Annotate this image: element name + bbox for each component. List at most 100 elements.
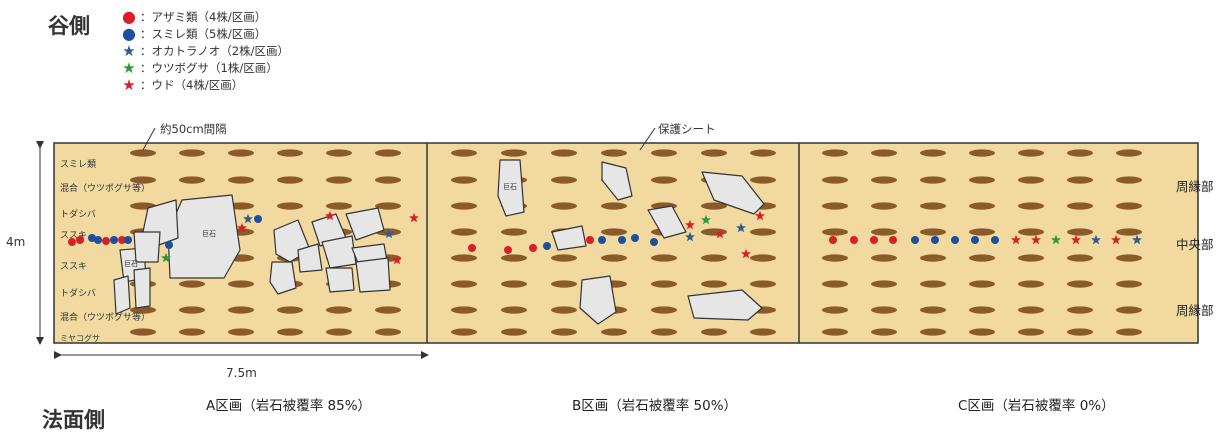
plant-star — [685, 231, 695, 242]
planting-hole — [1116, 228, 1142, 236]
planting-hole — [326, 176, 352, 184]
planting-hole — [326, 149, 352, 157]
planting-hole — [451, 306, 477, 314]
rock — [647, 205, 687, 239]
planting-hole — [501, 254, 527, 262]
planting-hole — [750, 328, 776, 336]
planting-hole — [277, 306, 303, 314]
legend-item-udo: ★ ：ウド（4株/区画） — [118, 76, 289, 94]
rock — [551, 225, 587, 251]
planting-hole — [822, 306, 848, 314]
plant-dot — [586, 236, 594, 244]
legend-label: ：アザミ類（4株/区画） — [140, 9, 267, 24]
planting-hole — [130, 176, 156, 184]
planting-hole — [920, 149, 946, 157]
planting-hole — [451, 328, 477, 336]
row-label: スミレ類 — [60, 160, 97, 170]
planting-hole — [551, 149, 577, 157]
rock — [113, 275, 131, 315]
plant-dot — [598, 236, 606, 244]
plant-star — [384, 228, 394, 239]
planting-hole — [822, 202, 848, 210]
plant-dot — [631, 234, 639, 242]
plant-dot — [102, 237, 110, 245]
planting-hole — [822, 254, 848, 262]
planting-hole — [920, 254, 946, 262]
planting-hole — [1116, 328, 1142, 336]
planting-hole — [822, 228, 848, 236]
planting-hole — [1067, 149, 1093, 157]
plant-dot — [110, 236, 118, 244]
rock — [297, 243, 323, 273]
planting-hole — [551, 254, 577, 262]
row-label: 混合（ウツボグサ等） — [60, 184, 151, 194]
plant-dot — [829, 236, 837, 244]
planting-hole — [1116, 306, 1142, 314]
planting-hole — [551, 176, 577, 184]
planting-hole — [179, 149, 205, 157]
planting-hole — [701, 202, 727, 210]
planting-hole — [228, 280, 254, 288]
planting-hole — [701, 280, 727, 288]
planting-hole — [1067, 202, 1093, 210]
planting-hole — [750, 176, 776, 184]
rock — [601, 161, 633, 201]
planting-hole — [451, 176, 477, 184]
planting-hole — [1018, 228, 1044, 236]
planting-hole — [228, 328, 254, 336]
planting-hole — [701, 254, 727, 262]
planting-hole — [1067, 306, 1093, 314]
plant-star — [1011, 234, 1021, 245]
row-label: 混合（ウツボグサ等） — [60, 313, 151, 323]
planting-hole — [501, 328, 527, 336]
red-dot-icon: ● — [122, 7, 136, 26]
plant-star — [243, 213, 253, 224]
planting-hole — [871, 202, 897, 210]
planting-hole — [1067, 254, 1093, 262]
planting-hole — [651, 306, 677, 314]
planting-hole — [130, 149, 156, 157]
plant-star — [237, 222, 247, 233]
planting-hole — [750, 280, 776, 288]
legend-item-prunella: ★ ：ウツボグサ（1株/区画） — [118, 59, 289, 77]
plant-dot — [870, 236, 878, 244]
planting-hole — [920, 228, 946, 236]
plant-star — [161, 252, 171, 263]
center-zone-label: 中央部 — [1176, 237, 1214, 252]
planting-hole — [701, 328, 727, 336]
planting-hole — [601, 149, 627, 157]
plant-star — [1111, 234, 1121, 245]
plant-star — [1031, 234, 1041, 245]
rock — [687, 289, 763, 321]
planting-hole — [822, 176, 848, 184]
plant-star — [736, 222, 746, 233]
sheet-leader — [639, 127, 656, 151]
planting-hole — [277, 328, 303, 336]
planting-hole — [228, 202, 254, 210]
rock-label: 巨石 — [202, 230, 216, 238]
plant-star — [325, 210, 335, 221]
planting-hole — [651, 176, 677, 184]
planting-hole — [277, 176, 303, 184]
rock — [325, 267, 355, 293]
rock — [269, 261, 297, 295]
valley-side-label: 谷側 — [48, 14, 90, 38]
planting-hole — [871, 328, 897, 336]
plant-dot — [254, 215, 262, 223]
planting-hole — [501, 280, 527, 288]
planting-hole — [822, 149, 848, 157]
planting-hole — [551, 306, 577, 314]
plant-star — [1071, 234, 1081, 245]
planting-hole — [326, 328, 352, 336]
planting-hole — [501, 228, 527, 236]
plant-dot — [504, 246, 512, 254]
plant-markers — [68, 210, 1142, 265]
section-b-label: B区画（岩石被覆率 50%） — [572, 398, 738, 414]
legend-item-lysimachia: ★ ：オカトラノオ（2株/区画） — [118, 42, 289, 60]
planting-hole — [228, 176, 254, 184]
planting-hole — [871, 306, 897, 314]
plant-dot — [650, 238, 658, 246]
planting-hole — [1067, 176, 1093, 184]
planting-hole — [1116, 280, 1142, 288]
planting-hole — [451, 228, 477, 236]
